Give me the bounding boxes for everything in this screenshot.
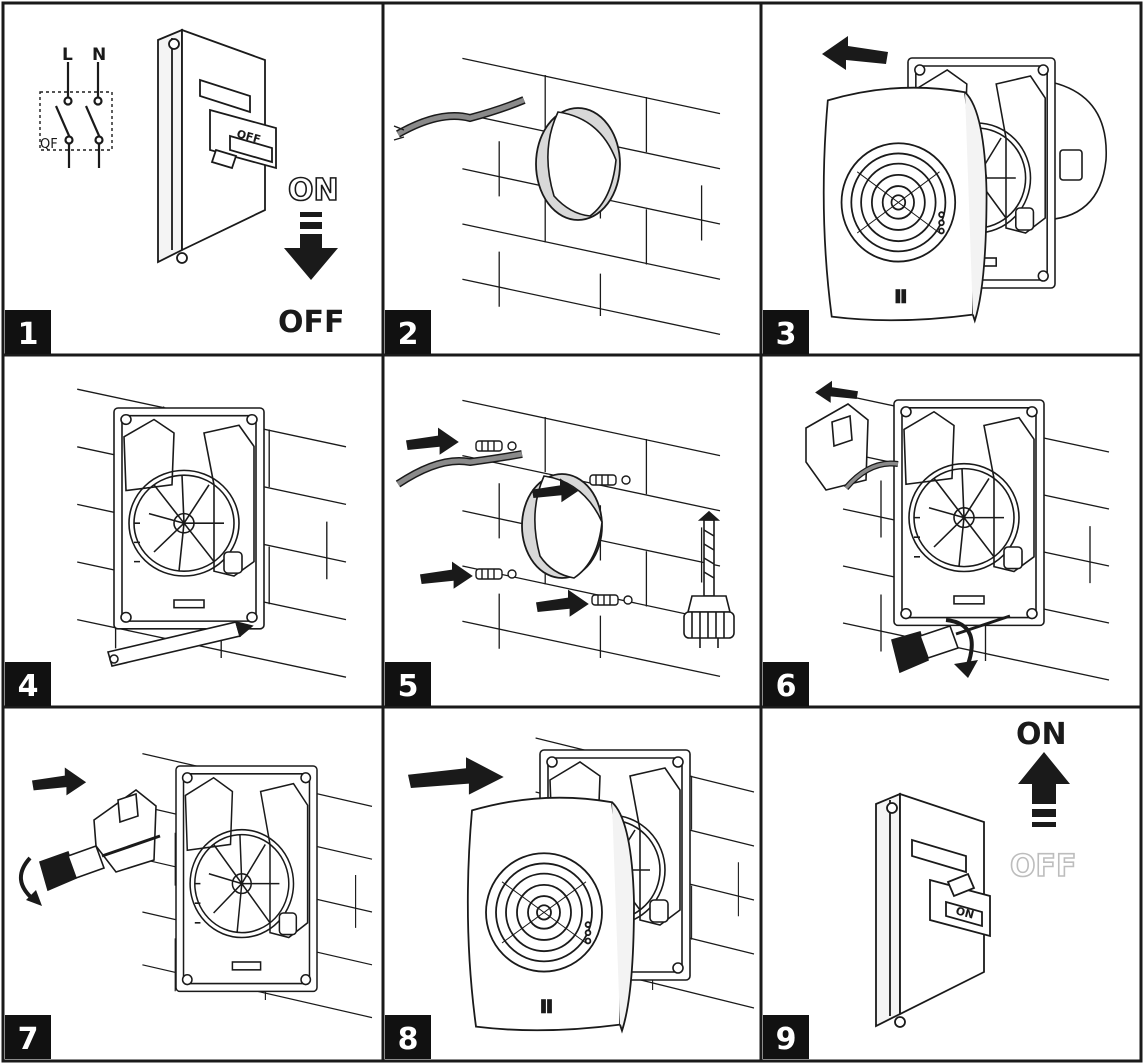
panel-1: L N QF OFF ON OFF 1 <box>5 28 345 354</box>
step-badge <box>763 310 809 354</box>
left-arrow-icon <box>815 380 858 403</box>
terminal-cover[interactable] <box>805 403 869 491</box>
step-number: 7 <box>18 1022 39 1057</box>
wall-anchor <box>475 568 517 580</box>
rotate-arrow-head-icon <box>954 660 978 678</box>
circuit-breaker[interactable] <box>875 792 991 1028</box>
panel-7: 7 <box>5 752 373 1059</box>
panel-6: 6 <box>763 380 1110 706</box>
step-badge <box>385 310 431 354</box>
off-label: OFF <box>1010 849 1077 884</box>
up-arrow-icon <box>1018 752 1070 827</box>
screwdriver[interactable] <box>891 614 1011 674</box>
drill-icon[interactable] <box>683 510 735 648</box>
terminal-cover[interactable] <box>93 788 157 873</box>
panel-2: 2 <box>385 57 721 354</box>
step-badge <box>5 1015 51 1059</box>
panel-5: 5 <box>385 399 735 706</box>
down-arrow-icon <box>284 212 338 280</box>
step-number: 4 <box>18 669 39 704</box>
right-arrow-icon <box>420 561 473 589</box>
duct-body <box>1039 79 1107 221</box>
wall-opening <box>535 107 621 221</box>
power-cable <box>843 460 899 490</box>
wall-anchor <box>589 474 631 486</box>
rotate-arrow-head-icon <box>26 890 42 906</box>
wall-opening <box>521 473 603 579</box>
on-label: ON <box>1016 717 1067 752</box>
power-cable <box>393 96 526 141</box>
step-number: 1 <box>18 317 39 352</box>
wire-l-label: L <box>62 45 73 65</box>
screwdriver[interactable] <box>39 834 161 892</box>
step-number: 6 <box>776 669 797 704</box>
step-badge <box>5 310 51 354</box>
step-badge <box>763 1015 809 1059</box>
step-badge <box>5 662 51 706</box>
step-badge <box>385 1015 431 1059</box>
wiring-schematic <box>39 62 113 168</box>
breaker-switch-label: ON <box>954 904 975 921</box>
right-arrow-icon <box>32 767 87 796</box>
step-badge <box>385 662 431 706</box>
step-number: 2 <box>398 317 419 352</box>
wall-anchor <box>475 440 517 452</box>
left-arrow-icon <box>822 36 888 70</box>
breaker-label: QF <box>40 137 58 152</box>
step-number: 5 <box>398 669 419 704</box>
wall-anchor <box>591 594 633 606</box>
pencil[interactable] <box>107 620 254 667</box>
on-label: ON <box>288 173 339 208</box>
off-label: OFF <box>278 305 345 340</box>
right-arrow-icon <box>408 757 504 795</box>
right-arrow-icon <box>406 427 459 455</box>
wire-n-label: N <box>92 45 106 65</box>
circuit-breaker[interactable] <box>157 28 277 264</box>
step-number: 9 <box>776 1022 797 1057</box>
panel-3: 3 <box>763 36 1107 354</box>
step-badge <box>763 662 809 706</box>
step-number: 3 <box>776 317 797 352</box>
panel-4: 4 <box>5 388 347 706</box>
power-cable <box>395 450 523 488</box>
step-number: 8 <box>398 1022 419 1057</box>
rotate-arrow-icon <box>19 856 36 902</box>
breaker-switch-label: OFF <box>235 127 262 146</box>
right-arrow-icon <box>536 589 589 617</box>
panel-8: 8 <box>385 737 755 1059</box>
panel-9: ON ON OFF 9 <box>763 717 1077 1059</box>
